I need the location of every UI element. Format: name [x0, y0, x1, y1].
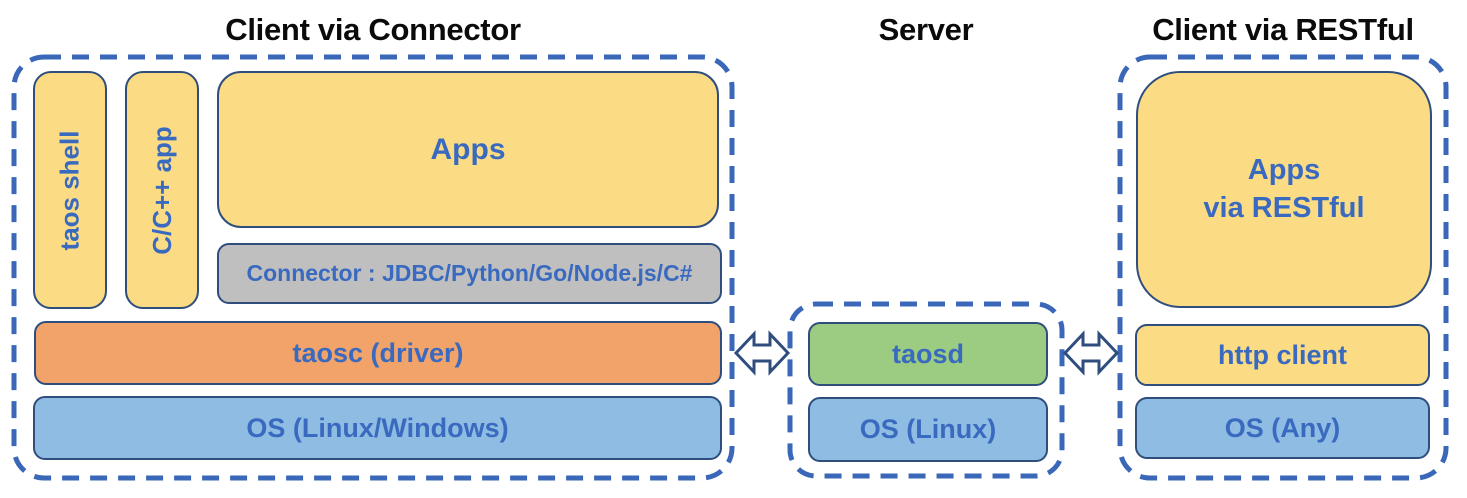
cpp-app-box: C/C++ app [125, 71, 199, 309]
taos-shell-box: taos shell [33, 71, 107, 309]
server-section-title: Server [878, 12, 974, 47]
os-any-label: OS (Any) [1224, 412, 1341, 443]
http-client-box: http client [1135, 324, 1430, 386]
os-any-box: OS (Any) [1135, 397, 1430, 459]
connector-bar-label: Connector : JDBC/Python/Go/Node.js/C# [246, 260, 693, 286]
server-restful-arrow-icon [1062, 330, 1120, 376]
restful-section-title: Client via RESTful [1152, 12, 1414, 47]
apps-box: Apps [217, 71, 719, 228]
http-client-label: http client [1218, 339, 1347, 370]
os-linux-box: OS (Linux) [808, 397, 1048, 462]
taosc-driver-label: taosc (driver) [292, 337, 464, 368]
os-linux-windows-label: OS (Linux/Windows) [246, 412, 509, 443]
os-linux-label: OS (Linux) [859, 414, 997, 444]
apps-label: Apps [430, 132, 506, 166]
taosd-label: taosd [891, 338, 964, 369]
apps-via-restful-label: Apps via RESTful [1203, 153, 1365, 224]
os-linux-windows-box: OS (Linux/Windows) [33, 396, 722, 460]
apps-via-restful-box: Apps via RESTful [1136, 71, 1432, 308]
connector-bar-box: Connector : JDBC/Python/Go/Node.js/C# [217, 243, 722, 304]
taosd-box: taosd [808, 322, 1048, 386]
client-server-arrow-icon [733, 330, 791, 376]
cpp-app-label: C/C++ app [146, 125, 177, 255]
taos-shell-label: taos shell [54, 130, 85, 250]
connector-section-title: Client via Connector [225, 12, 521, 47]
taosc-driver-box: taosc (driver) [34, 321, 722, 385]
